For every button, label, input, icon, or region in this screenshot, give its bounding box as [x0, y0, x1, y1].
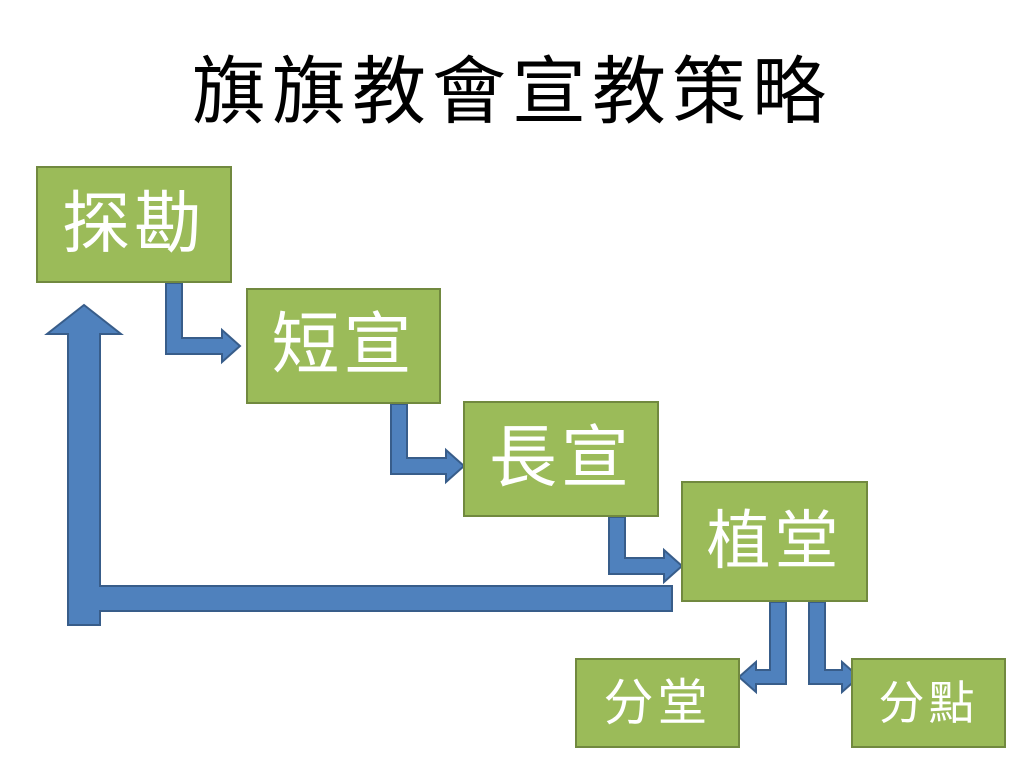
node-church-plant: 植堂 — [681, 481, 868, 602]
node-church-plant-label: 植堂 — [706, 504, 843, 579]
node-short-term-label: 短宣 — [271, 306, 416, 385]
node-long-term-mission: 長宣 — [463, 401, 659, 517]
node-branch-point-label: 分點 — [878, 676, 979, 730]
node-branch-church-label: 分堂 — [603, 674, 712, 732]
diagram-title: 旗旗教會宣教策略 — [192, 49, 832, 135]
node-long-term-label: 長宣 — [488, 419, 633, 498]
arrow-plant-to-branch-church — [737, 601, 787, 695]
node-branch-church: 分堂 — [575, 658, 740, 748]
node-explore-label: 探勘 — [61, 184, 206, 264]
node-short-term-mission: 短宣 — [246, 288, 441, 404]
arrow-long-to-plant — [608, 516, 684, 585]
arrow-short-to-long — [390, 403, 466, 485]
feedback-arrow — [44, 303, 673, 626]
node-branch-point: 分點 — [851, 658, 1006, 748]
arrow-plant-to-branch-point — [808, 601, 861, 695]
node-explore: 探勘 — [36, 166, 232, 283]
arrow-explore-to-short — [165, 282, 242, 365]
